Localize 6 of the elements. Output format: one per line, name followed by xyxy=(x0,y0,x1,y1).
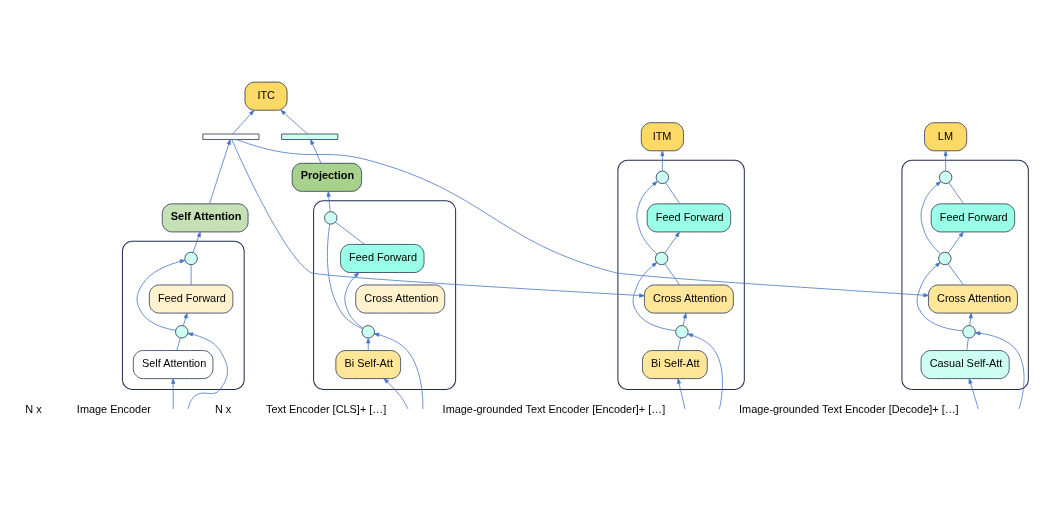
label: N x xyxy=(214,402,232,415)
label: Image Encoder xyxy=(76,402,151,415)
label: Image-grounded Text Encoder [Decode]+ […] xyxy=(739,402,959,415)
label: Text Encoder [CLS]+ […] xyxy=(265,402,387,415)
label: N x xyxy=(25,402,42,415)
label: Image-grounded Text Encoder [Encoder]+ […] xyxy=(442,402,666,415)
